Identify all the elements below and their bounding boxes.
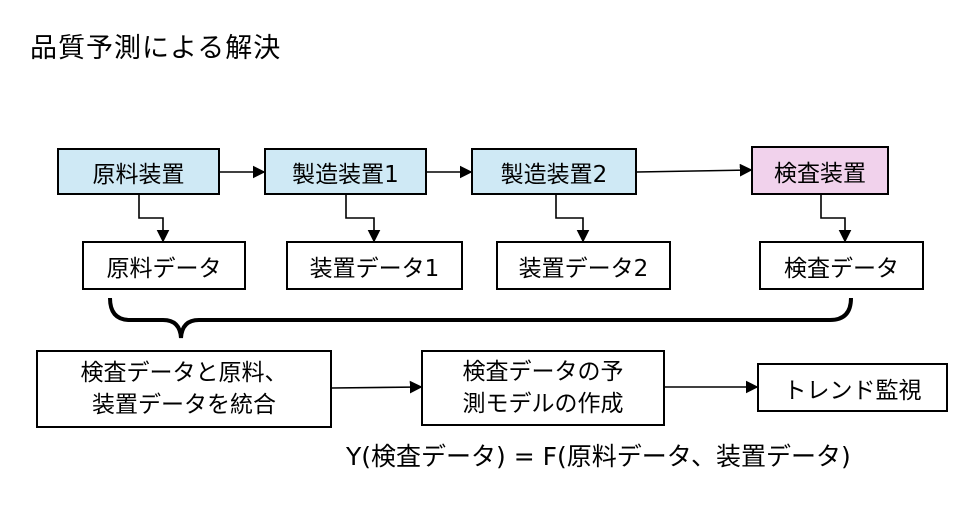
brace xyxy=(108,297,853,339)
raw-material-data-label: 原料データ xyxy=(106,255,222,282)
manufacturing-device-2-label: 製造装置2 xyxy=(500,161,608,188)
prediction-model-line-1: 検査データの予 xyxy=(462,359,624,385)
manufacturing-device-1-label: 製造装置1 xyxy=(292,161,399,188)
arrow-mfg2-to-inspect xyxy=(636,163,753,177)
trend-monitoring-box: トレンド監視 xyxy=(757,363,948,412)
arrow-mfg1-to-data1 xyxy=(345,195,381,243)
device-data-2-box: 装置データ2 xyxy=(496,241,671,290)
prediction-formula: Y(検査データ) = F(原料データ、装置データ) xyxy=(346,442,851,471)
prediction-model-line-2: 測モデルの作成 xyxy=(462,391,624,417)
device-data-2-label: 装置データ2 xyxy=(518,255,649,282)
device-data-1-label: 装置データ1 xyxy=(309,255,440,282)
raw-material-device-box: 原料装置 xyxy=(57,148,220,195)
manufacturing-device-1-box: 製造装置1 xyxy=(264,148,427,195)
arrow-integrate-to-model xyxy=(331,380,423,394)
trend-monitoring-label: トレンド監視 xyxy=(783,377,922,404)
inspection-data-box: 検査データ xyxy=(759,241,924,290)
inspection-data-label: 検査データ xyxy=(784,255,899,282)
integrate-data-line-2: 装置データを統合 xyxy=(92,392,276,418)
diagram-title: 品質予測による解決 xyxy=(30,33,282,64)
device-data-1-box: 装置データ1 xyxy=(286,241,463,290)
inspection-device-label: 検査装置 xyxy=(774,160,866,187)
arrow-raw-to-rawdata xyxy=(138,195,170,243)
arrow-inspect-to-inspectdata xyxy=(820,195,852,243)
arrow-mfg2-to-data2 xyxy=(555,195,590,243)
manufacturing-device-2-box: 製造装置2 xyxy=(471,148,637,195)
inspection-device-box: 検査装置 xyxy=(751,146,889,195)
integrate-data-box: 検査データと原料、 装置データを統合 xyxy=(36,350,332,428)
integrate-data-line-1: 検査データと原料、 xyxy=(80,360,288,386)
raw-material-device-label: 原料装置 xyxy=(92,161,185,188)
raw-material-data-box: 原料データ xyxy=(82,241,246,290)
prediction-model-box: 検査データの予 測モデルの作成 xyxy=(421,350,665,426)
